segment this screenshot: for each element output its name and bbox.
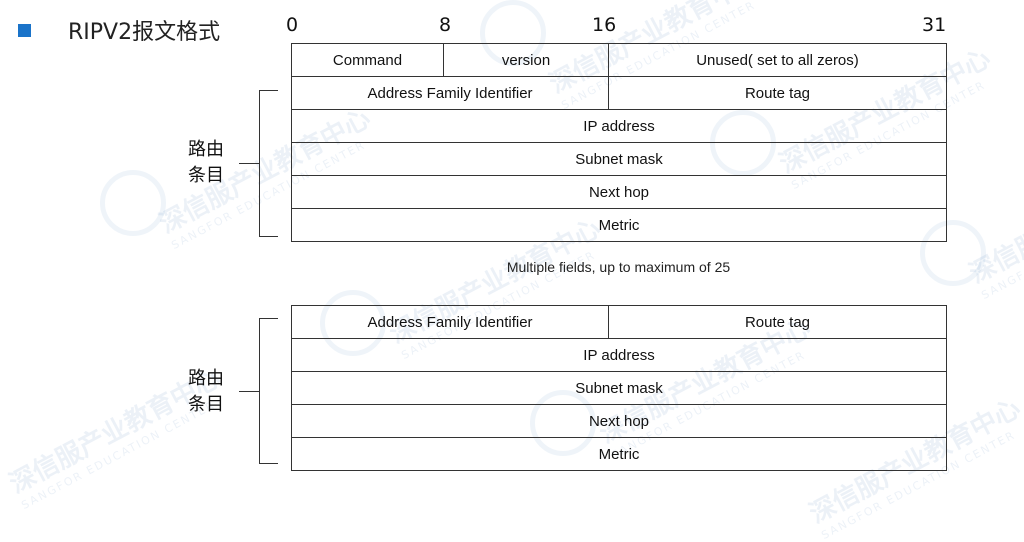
route-entry-bracket [259, 318, 278, 464]
field-route-tag: Route tag [608, 305, 947, 339]
page-title: RIPV2报文格式 [68, 20, 221, 45]
field-ip-address: IP address [291, 338, 947, 372]
field-next-hop: Next hop [291, 175, 947, 209]
bit-marker-16: 16 [592, 14, 617, 36]
title-bullet [18, 24, 31, 37]
field-ip-address: IP address [291, 109, 947, 143]
field-subnet-mask: Subnet mask [291, 142, 947, 176]
repeat-note: Multiple fields, up to maximum of 25 [506, 259, 731, 275]
field-route-tag: Route tag [608, 76, 947, 110]
route-entry-bracket-tick [239, 163, 259, 164]
route-entry-bracket-tick [239, 391, 259, 392]
field-address-family-identifier: Address Family Identifier [291, 76, 609, 110]
field-next-hop: Next hop [291, 404, 947, 438]
bit-marker-0: 0 [286, 14, 299, 36]
table-row: Metric [291, 437, 947, 471]
packet-format-table-1: Command version Unused( set to all zeros… [291, 43, 947, 242]
table-row: Next hop [291, 404, 947, 438]
bit-marker-31: 31 [922, 14, 947, 36]
table-row: Subnet mask [291, 371, 947, 405]
route-entry-label: 路由 条目 [188, 139, 224, 186]
packet-format-table-2: Address Family Identifier Route tag IP a… [291, 305, 947, 471]
field-command: Command [291, 43, 444, 77]
route-entry-label: 路由 条目 [188, 368, 224, 415]
field-unused: Unused( set to all zeros) [608, 43, 947, 77]
bit-marker-8: 8 [439, 14, 452, 36]
field-metric: Metric [291, 437, 947, 471]
afi-row: Address Family Identifier Route tag [291, 76, 947, 110]
table-row: Subnet mask [291, 142, 947, 176]
field-subnet-mask: Subnet mask [291, 371, 947, 405]
route-entry-bracket [259, 90, 278, 237]
header-row: Command version Unused( set to all zeros… [291, 43, 947, 77]
field-version: version [443, 43, 609, 77]
field-address-family-identifier: Address Family Identifier [291, 305, 609, 339]
table-row: IP address [291, 338, 947, 372]
table-row: Metric [291, 208, 947, 242]
watermark-logo [100, 170, 166, 236]
afi-row: Address Family Identifier Route tag [291, 305, 947, 339]
table-row: IP address [291, 109, 947, 143]
table-row: Next hop [291, 175, 947, 209]
field-metric: Metric [291, 208, 947, 242]
